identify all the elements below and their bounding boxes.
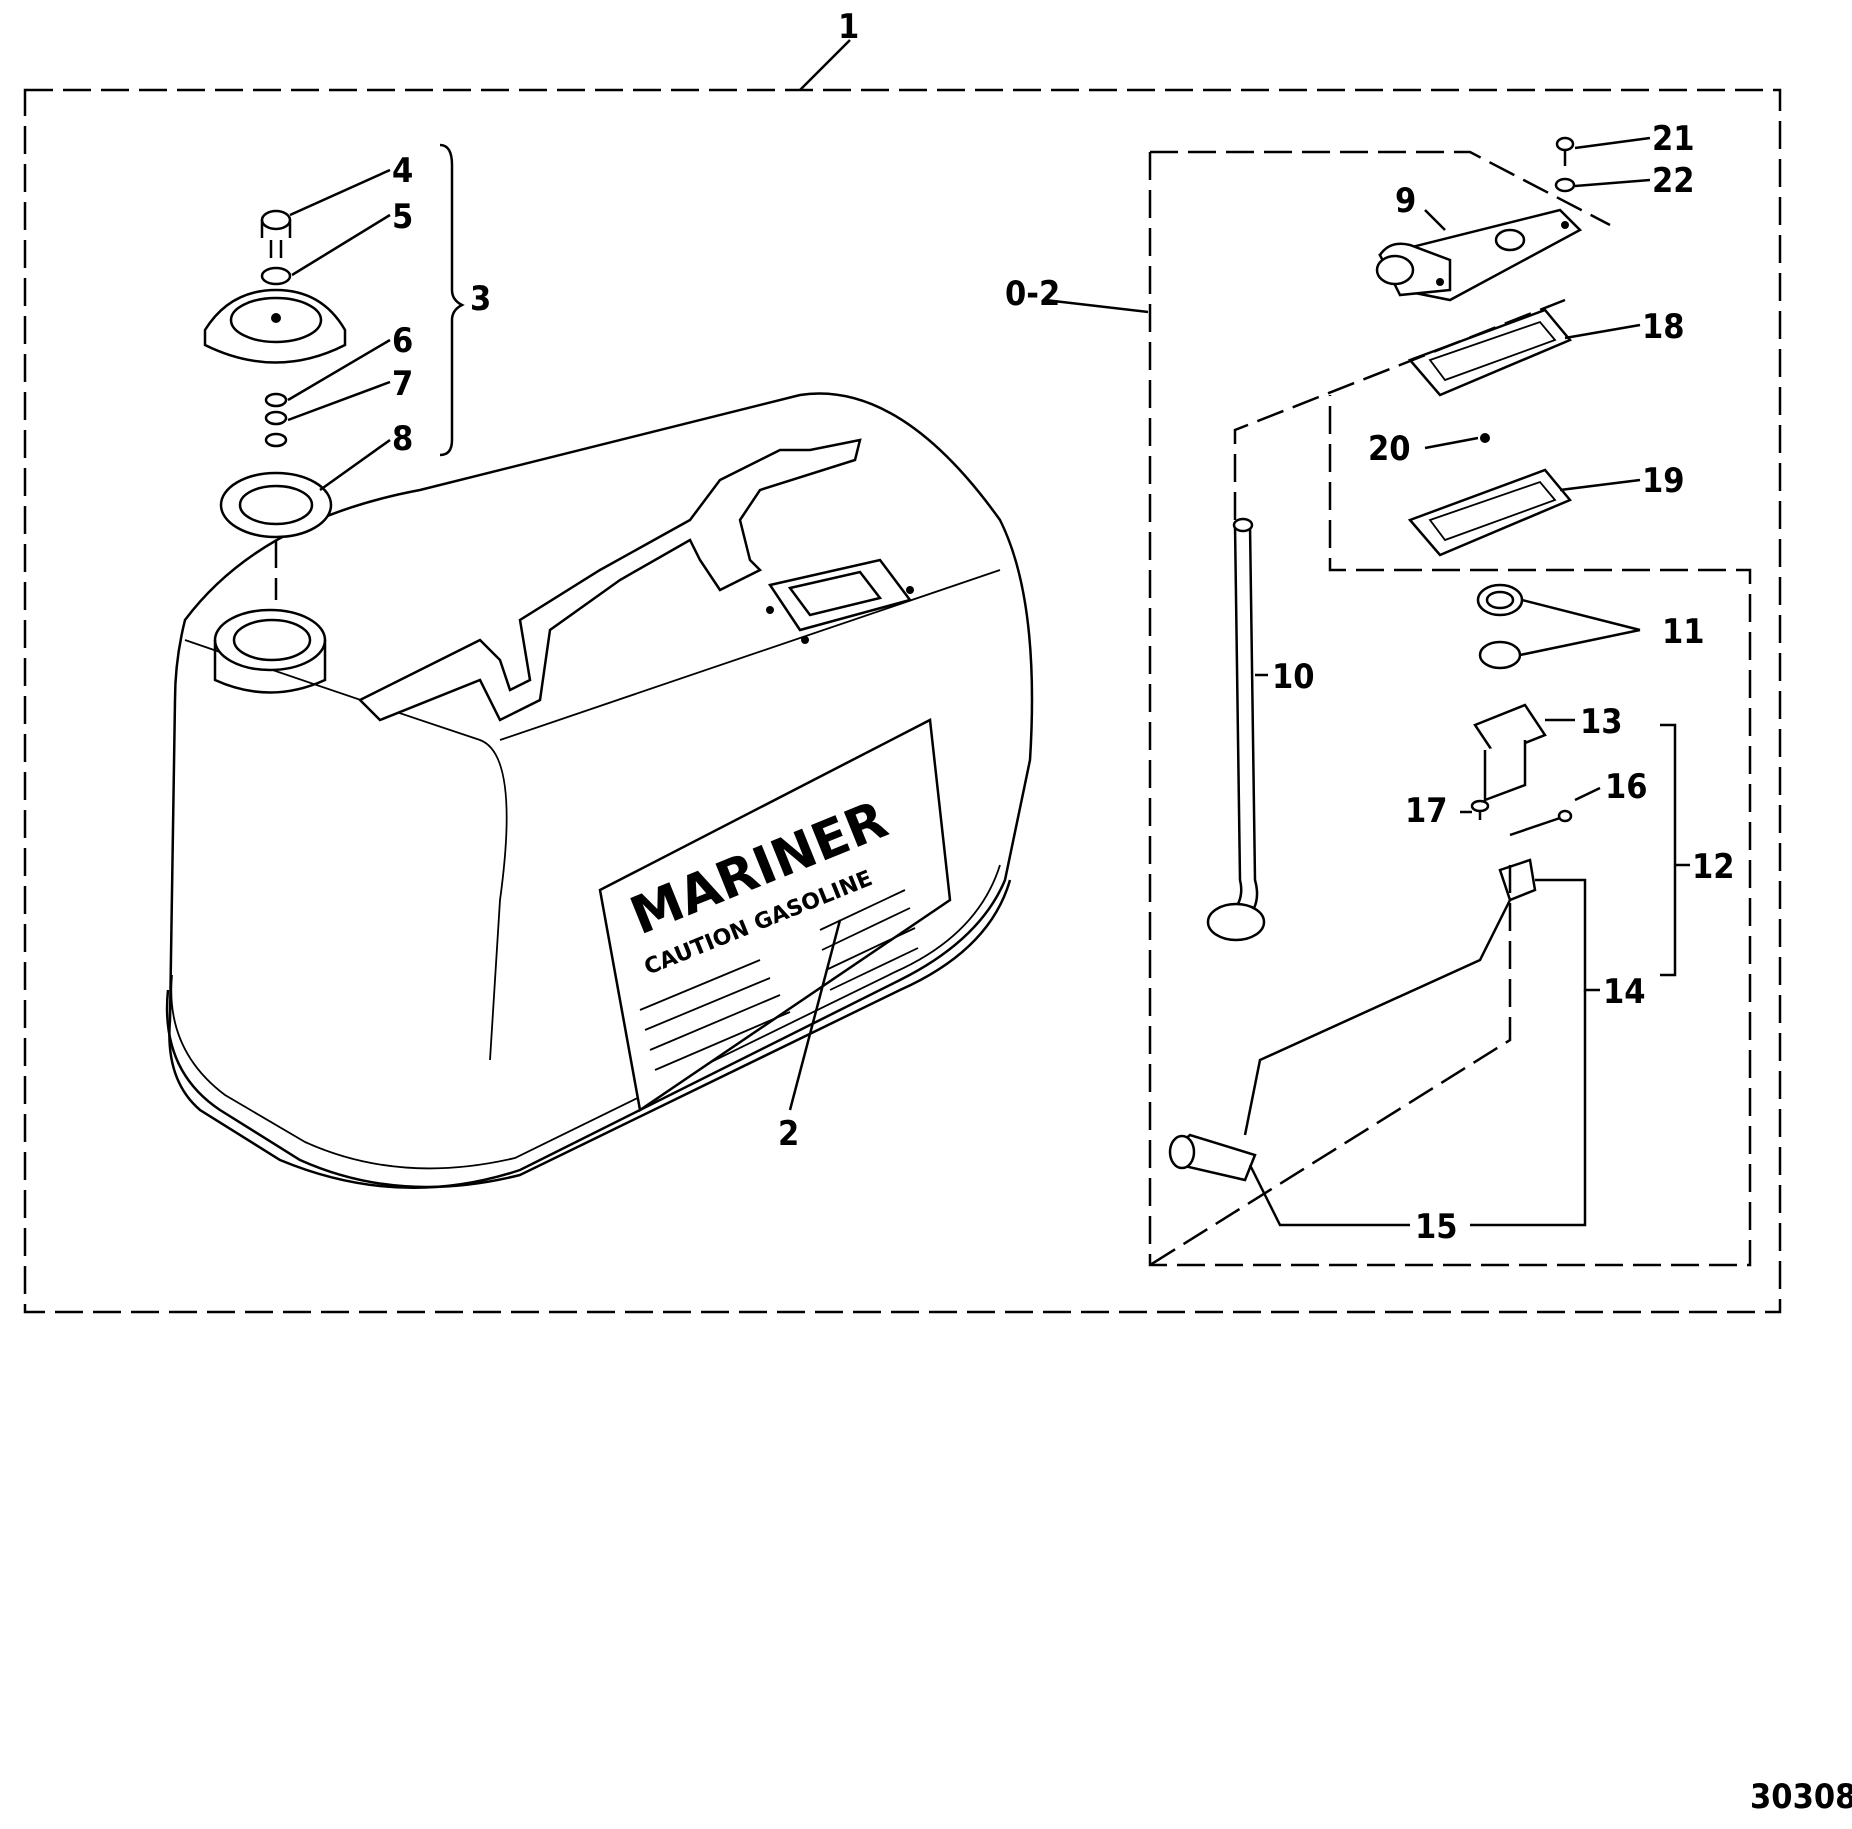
callout-21: 21	[1652, 119, 1695, 159]
callout-18: 18	[1642, 307, 1685, 347]
callout-3: 3	[470, 279, 491, 319]
assembly-boundary-pickup	[1148, 150, 1752, 1267]
callout-9: 9	[1395, 181, 1416, 221]
callout-20: 20	[1368, 429, 1411, 469]
callout-2: 2	[778, 1114, 799, 1154]
callout-14: 14	[1603, 972, 1646, 1012]
callout-labels: 1 2 3 4 5 6 7 8 9 10 11 12 13 14 15 16 1…	[392, 7, 1735, 1247]
callout-8: 8	[392, 419, 413, 459]
callout-19: 19	[1642, 461, 1685, 501]
pickup-assembly	[1149, 136, 1583, 1267]
callout-5: 5	[392, 197, 413, 237]
callout-11: 11	[1662, 612, 1705, 652]
callout-7: 7	[392, 364, 413, 404]
cap-group-bracket	[439, 143, 465, 457]
assembly-boundary-outer	[23, 88, 1782, 1314]
callout-15: 15	[1415, 1207, 1458, 1247]
callout-0-2: 0-2	[1005, 274, 1060, 314]
callout-1: 1	[838, 7, 859, 47]
callout-12: 12	[1692, 847, 1735, 887]
fuel-cap-assembly	[203, 209, 347, 600]
callout-16: 16	[1605, 767, 1648, 807]
figure-number: 30308	[1750, 1777, 1852, 1817]
callout-13: 13	[1580, 702, 1623, 742]
callout-10: 10	[1272, 657, 1315, 697]
leader-lines	[287, 39, 1690, 1227]
callout-17: 17	[1405, 791, 1448, 831]
callout-4: 4	[392, 151, 413, 191]
callout-6: 6	[392, 321, 413, 361]
callout-22: 22	[1652, 161, 1695, 201]
